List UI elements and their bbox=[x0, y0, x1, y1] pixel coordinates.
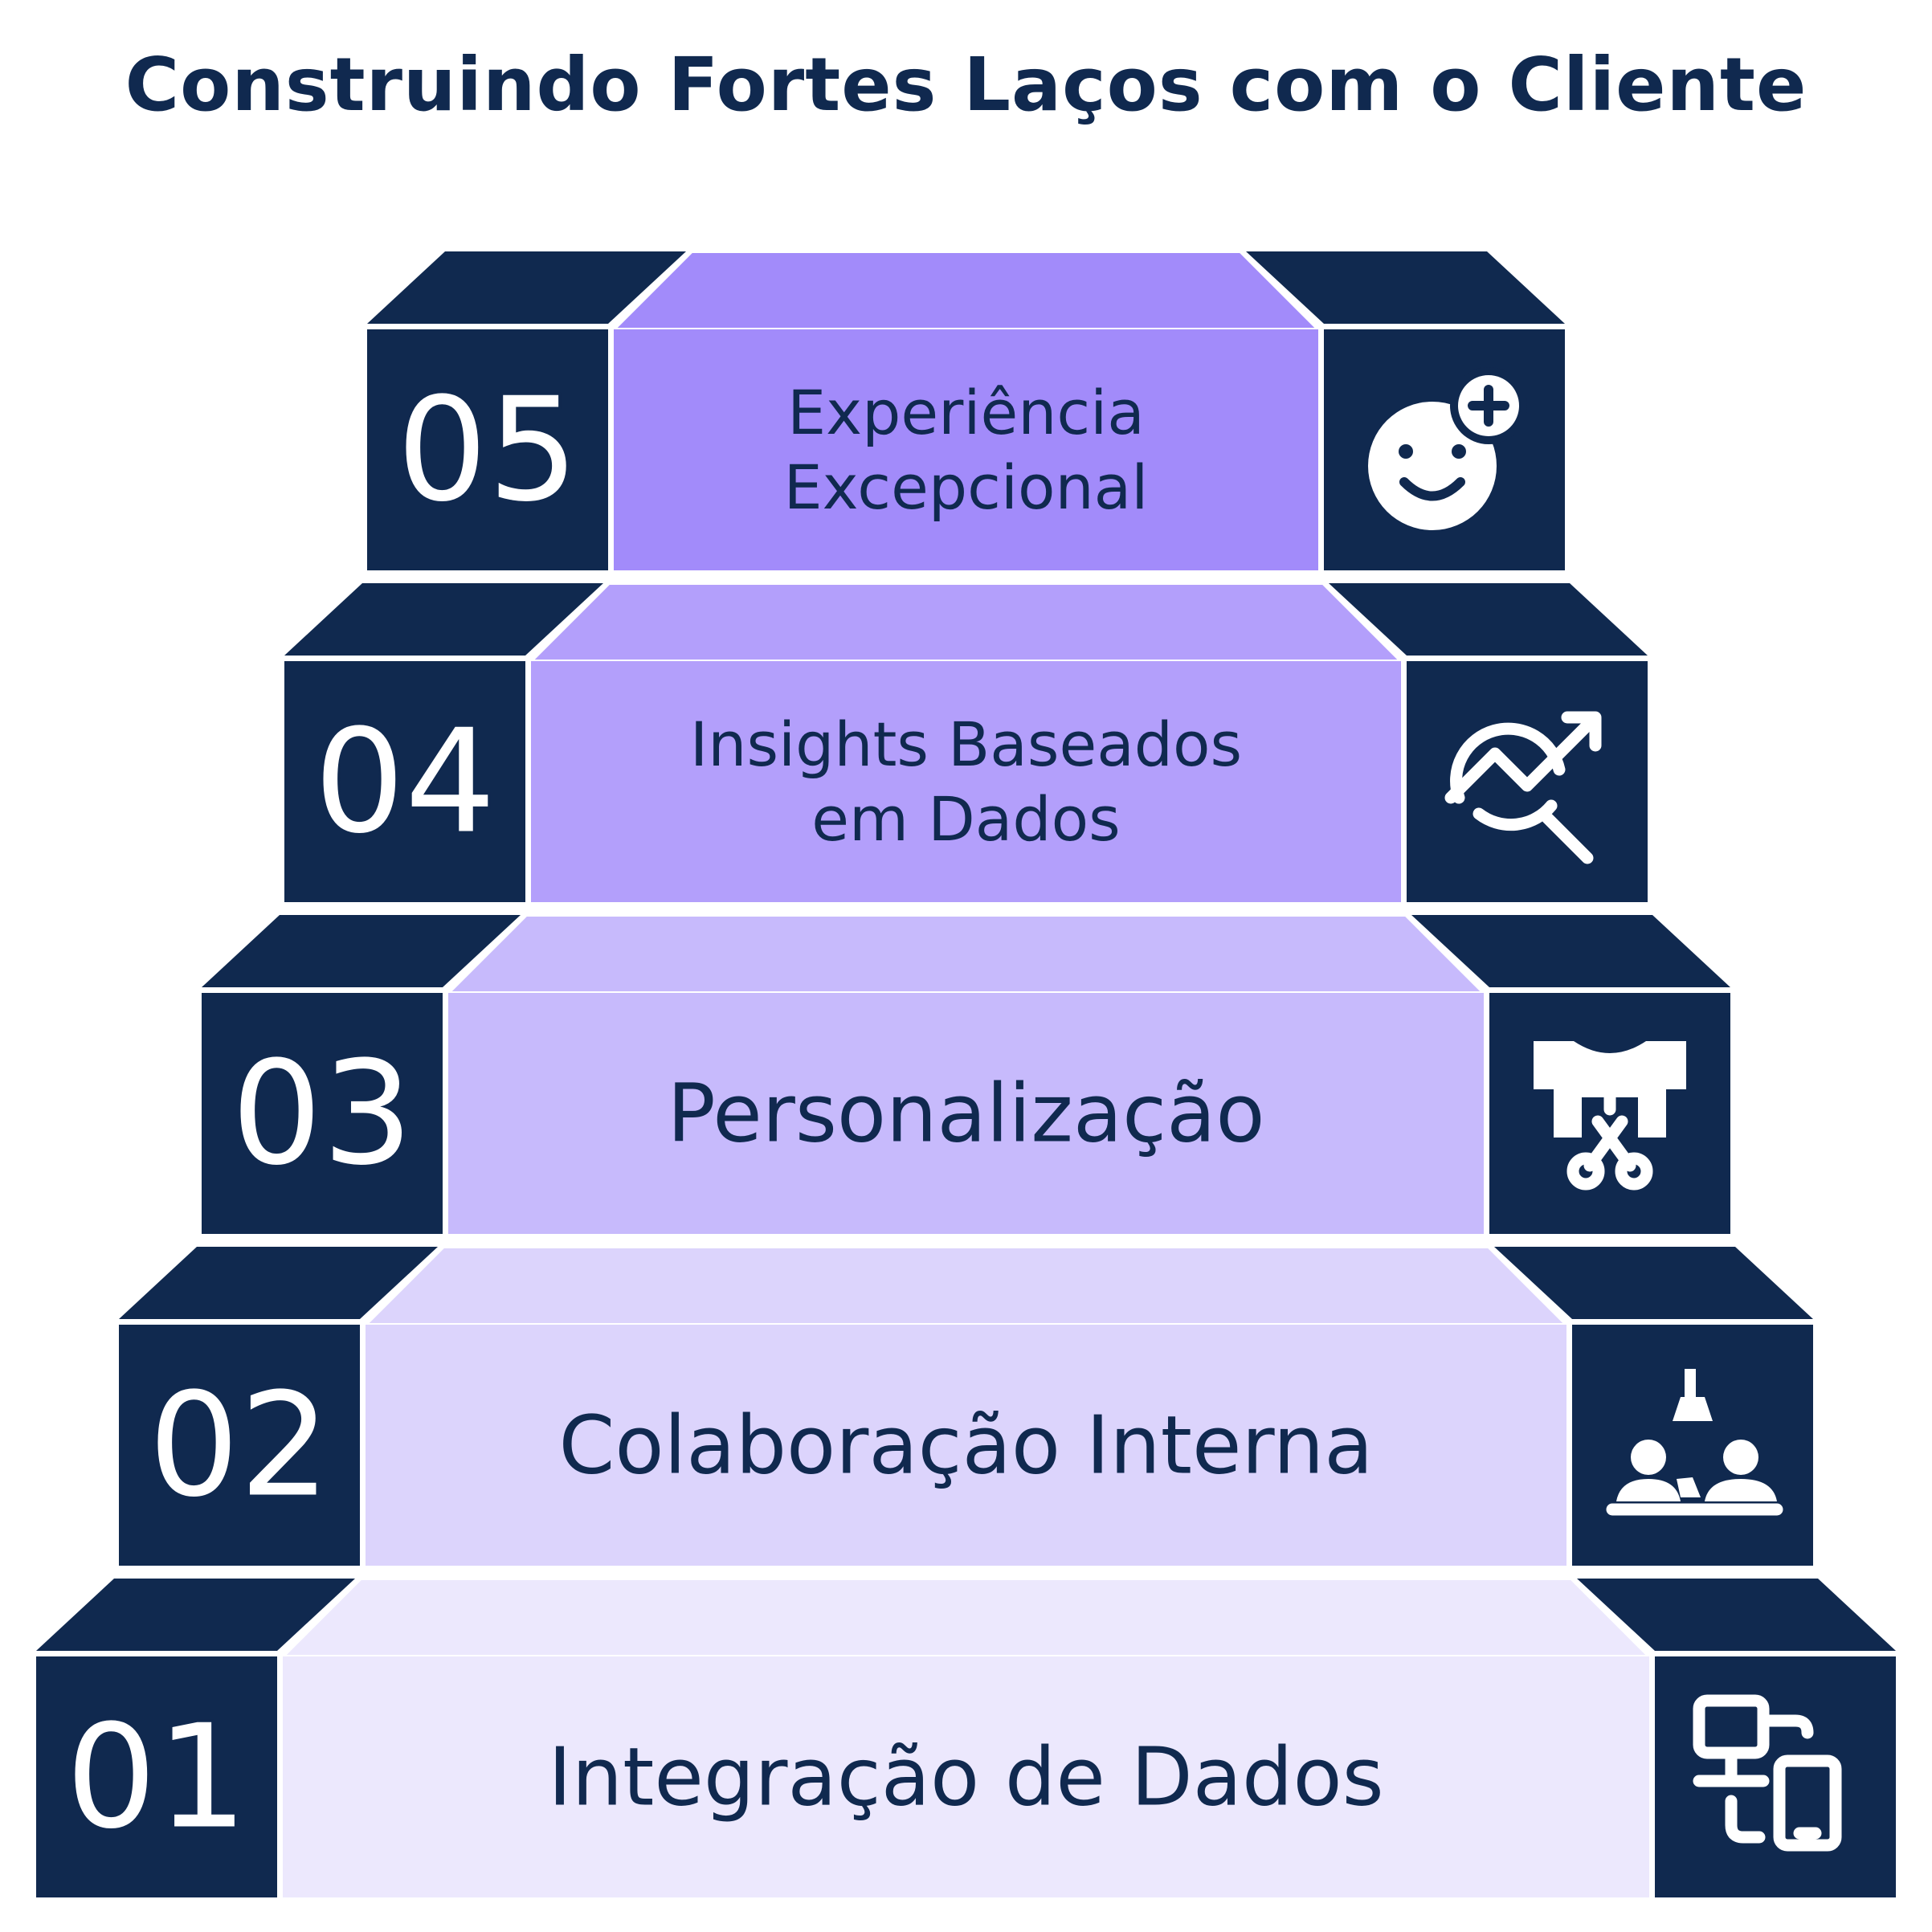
step-02: 02 Colaboração Interna bbox=[119, 1245, 1813, 1566]
number-box bbox=[119, 1325, 360, 1566]
step-tread bbox=[361, 1245, 1571, 1326]
left-block-top bbox=[367, 251, 686, 324]
left-block-top bbox=[119, 1247, 438, 1319]
right-block-top bbox=[1246, 251, 1565, 324]
step-label-line: Colaboração Interna bbox=[559, 1399, 1374, 1493]
step-label-line: em Dados bbox=[811, 783, 1120, 855]
step-tread bbox=[279, 1577, 1653, 1658]
step-front bbox=[448, 993, 1484, 1234]
icon-box bbox=[1572, 1325, 1813, 1566]
devices-icon bbox=[1693, 1694, 1842, 1852]
step-label-line: Integração de Dados bbox=[548, 1730, 1384, 1824]
left-block-top bbox=[36, 1579, 355, 1651]
step-number: 03 bbox=[231, 1031, 414, 1197]
step-number: 04 bbox=[314, 699, 496, 865]
step-label-line: Personalização bbox=[667, 1067, 1264, 1161]
happy-face-plus-icon bbox=[1368, 367, 1527, 530]
step-front bbox=[614, 329, 1318, 570]
left-block-top bbox=[202, 915, 521, 987]
step-tread bbox=[444, 913, 1488, 995]
right-block-top bbox=[1494, 1247, 1813, 1319]
right-block-top bbox=[1411, 915, 1730, 987]
analytics-search-icon bbox=[1444, 711, 1602, 864]
step-number: 01 bbox=[66, 1694, 248, 1861]
number-box bbox=[36, 1656, 277, 1897]
page-title: Construindo Fortes Laços com o Cliente bbox=[125, 42, 1807, 128]
step-tread bbox=[610, 250, 1322, 331]
step-front bbox=[366, 1325, 1566, 1566]
number-box bbox=[367, 329, 608, 570]
tailoring-shirt-icon bbox=[1534, 1041, 1686, 1191]
step-tread bbox=[527, 582, 1405, 663]
step-number: 05 bbox=[397, 367, 579, 533]
step-label-line: Excepcional bbox=[784, 451, 1149, 523]
step-03: 03 Personalização bbox=[202, 913, 1730, 1234]
left-block-top bbox=[284, 583, 603, 656]
right-block-top bbox=[1577, 1579, 1896, 1651]
step-front bbox=[283, 1656, 1649, 1897]
team-meeting-icon bbox=[1606, 1369, 1783, 1516]
step-front bbox=[531, 661, 1401, 902]
number-box bbox=[284, 661, 525, 902]
number-box bbox=[202, 993, 443, 1234]
right-block-top bbox=[1329, 583, 1648, 656]
step-label-line: Experiência bbox=[787, 377, 1145, 448]
step-01: 01 Integração de Dados bbox=[36, 1577, 1896, 1897]
step-number: 02 bbox=[149, 1362, 331, 1529]
step-label-line: Insights Baseados bbox=[690, 709, 1242, 780]
